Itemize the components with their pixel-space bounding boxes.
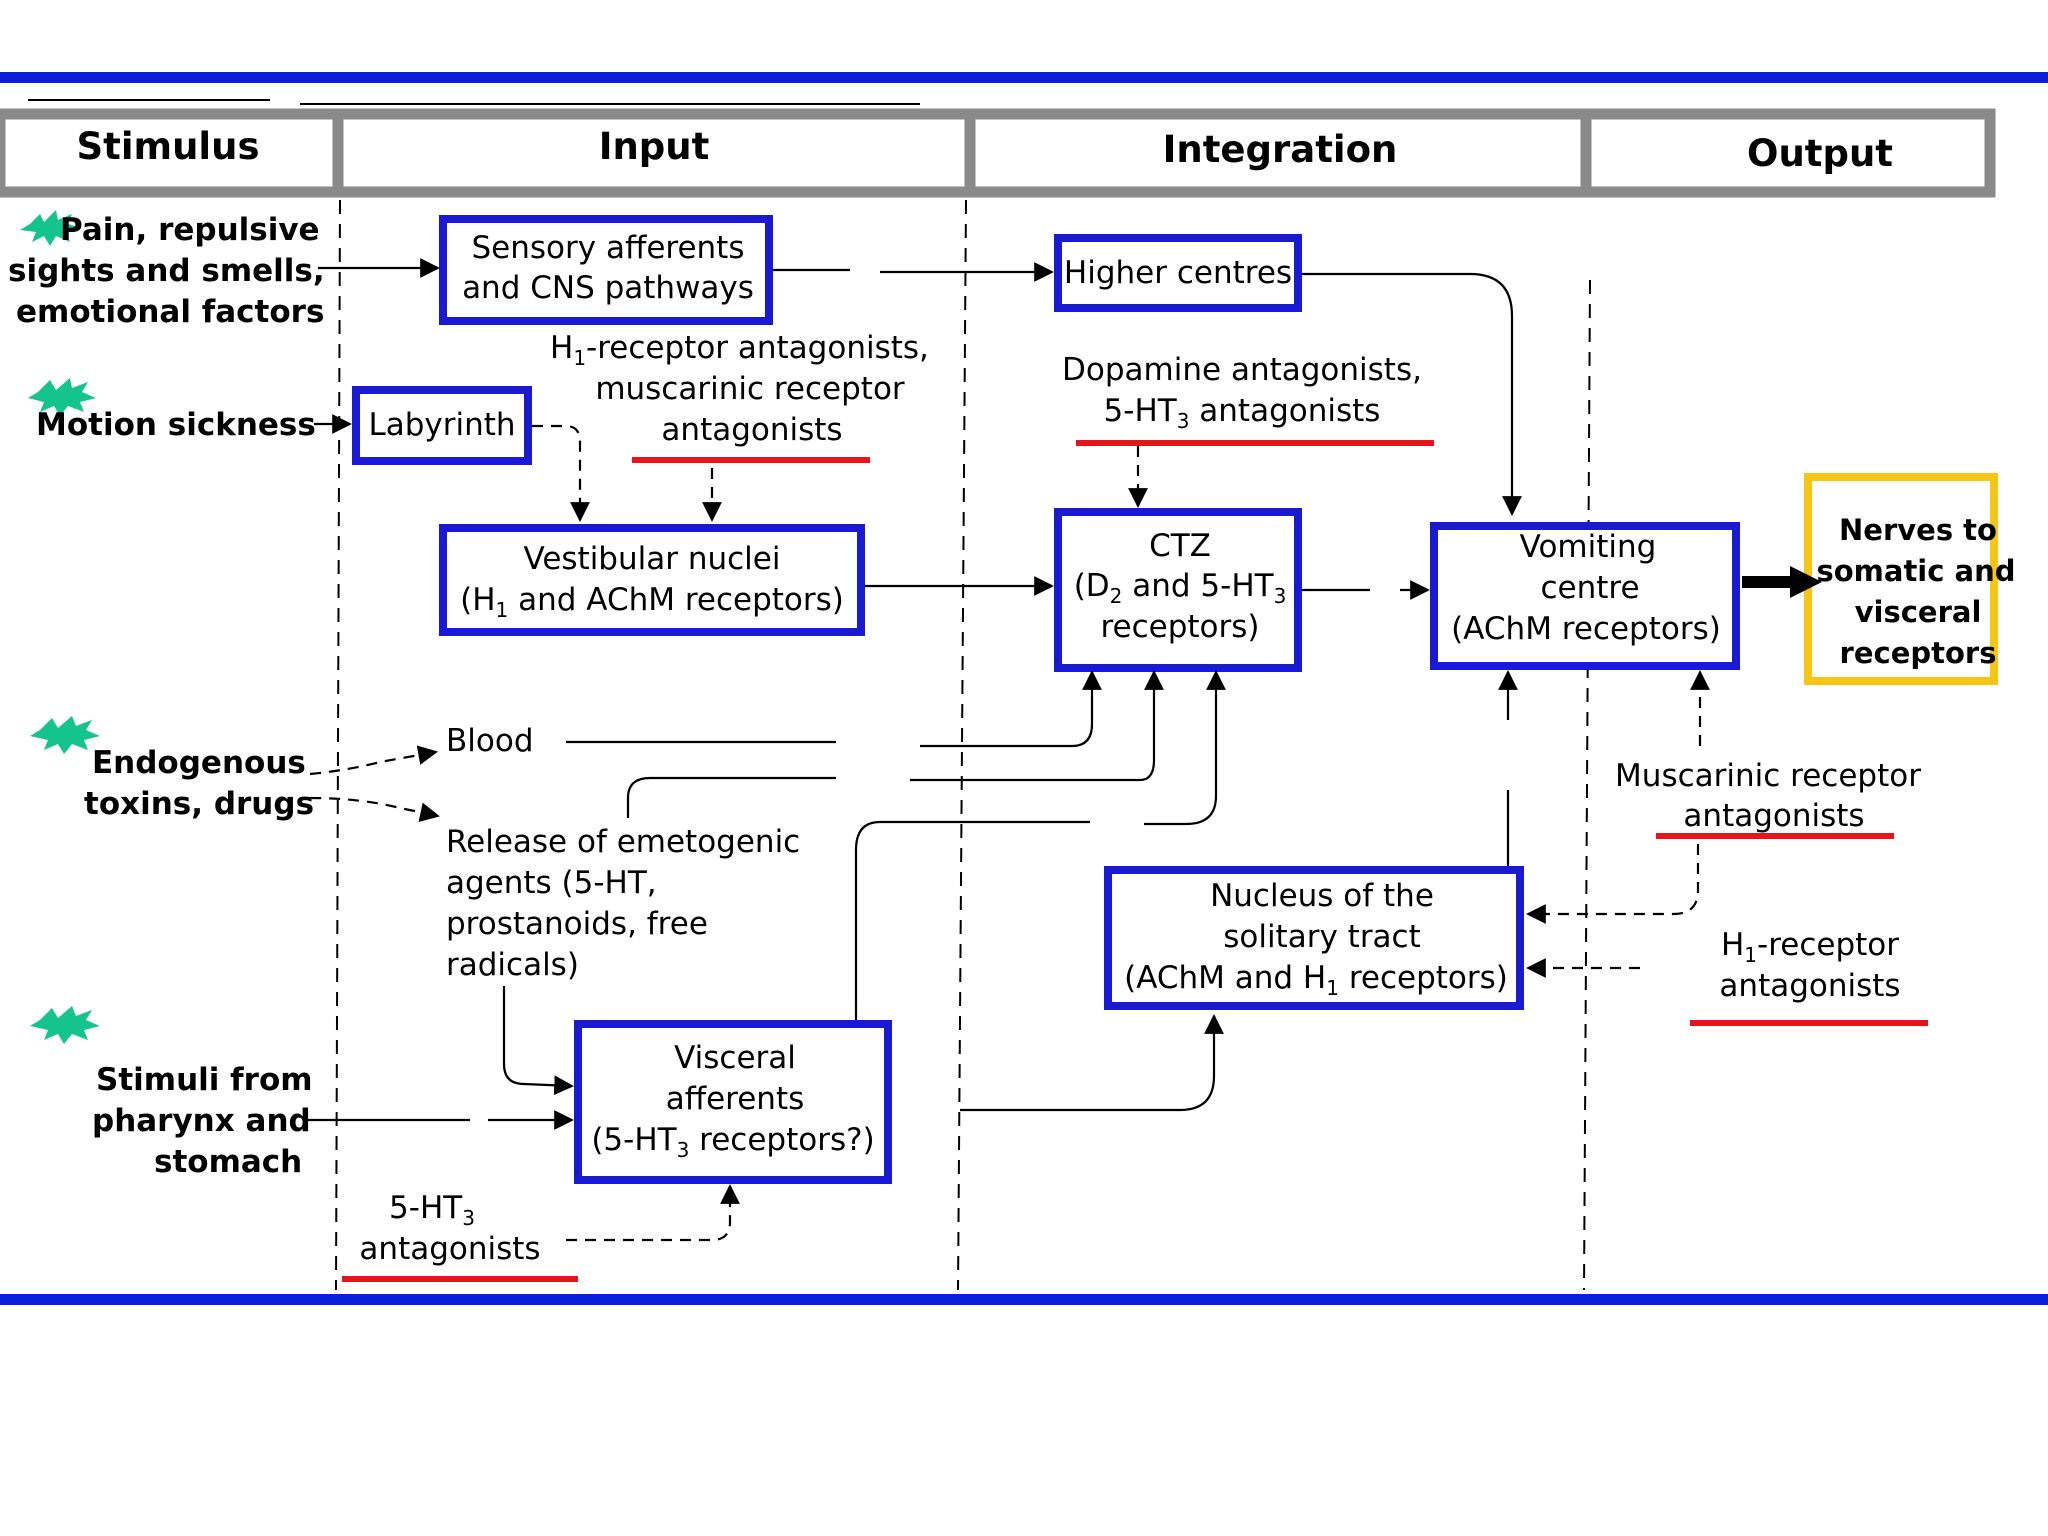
header-band: Stimulus Input Integration Output xyxy=(0,108,1996,198)
header-stimulus: Stimulus xyxy=(77,125,260,168)
label-h1-muscarinic-antagonists: H1-receptor antagonists, muscarinic rece… xyxy=(550,330,929,463)
bottom-rule xyxy=(0,1294,2048,1305)
musc-right-line-1: Muscarinic receptor xyxy=(1615,758,1921,794)
box-vomiting-centre: Vomiting centre (AChM receptors) xyxy=(1430,522,1740,670)
ht3-bottom-line-1: 5-HT3 xyxy=(389,1190,475,1230)
musc-right-line-2: antagonists xyxy=(1683,798,1864,834)
top-rule xyxy=(0,72,2048,83)
ctz-line-2: (D2 and 5-HT3 xyxy=(1074,568,1287,608)
stimulus-pain-line-2: sights and smells, xyxy=(8,253,325,289)
dopamine-line-2: 5-HT3 antagonists xyxy=(1104,393,1381,433)
vomiting-line-1: Vomiting xyxy=(1520,529,1657,565)
connectors xyxy=(306,268,1822,1242)
stimulus-pain: Pain, repulsive sights and smells, emoti… xyxy=(8,212,325,330)
nerves-line-1: Nerves to xyxy=(1839,513,1997,547)
visceral-line-2: afferents xyxy=(666,1081,805,1117)
header-output: Output xyxy=(1747,132,1893,175)
stimulus-pharynx: Stimuli from pharynx and stomach xyxy=(92,1062,313,1180)
nerves-line-4: receptors xyxy=(1840,636,1997,670)
nerves-line-3: visceral xyxy=(1855,595,1982,629)
box-labyrinth: Labyrinth xyxy=(352,386,532,465)
h1-right-line-2: antagonists xyxy=(1719,968,1900,1004)
nerves-line-2: somatic and xyxy=(1816,554,2015,588)
label-5ht3-antagonists-bottom: 5-HT3 antagonists xyxy=(342,1190,578,1282)
sensory-line-2: and CNS pathways xyxy=(462,270,754,306)
stimulus-pharynx-line-1: Stimuli from xyxy=(96,1062,313,1098)
stimulus-pharynx-line-2: pharynx and xyxy=(92,1103,311,1139)
label-h1-antagonists-right: H1-receptor antagonists xyxy=(1690,927,1928,1026)
nts-line-2: solitary tract xyxy=(1223,919,1421,955)
h1-musc-line-2: muscarinic receptor xyxy=(595,371,905,407)
box-visceral-afferents: Visceral afferents (5-HT3 receptors?) xyxy=(574,1020,892,1184)
stimulus-toxins: Endogenous toxins, drugs xyxy=(84,745,314,822)
label-muscarinic-antagonists-right: Muscarinic receptor antagonists xyxy=(1615,758,1921,839)
release-line-2: agents (5-HT, xyxy=(446,865,657,901)
sensory-line-1: Sensory afferents xyxy=(472,230,745,266)
vestibular-line-2: (H1 and AChM receptors) xyxy=(460,582,844,622)
ctz-line-1: CTZ xyxy=(1149,528,1211,564)
stimulus-toxins-line-1: Endogenous xyxy=(92,745,306,781)
column-dividers xyxy=(335,199,1591,1291)
nts-line-1: Nucleus of the xyxy=(1210,878,1434,914)
box-ctz: CTZ (D2 and 5-HT3 receptors) xyxy=(1054,508,1302,672)
vestibular-line-1: Vestibular nuclei xyxy=(524,541,781,577)
ht3-bottom-line-2: antagonists xyxy=(359,1231,540,1267)
release-line-4: radicals) xyxy=(446,947,579,983)
h1-right-line-1: H1-receptor xyxy=(1721,927,1899,967)
header-integration: Integration xyxy=(1163,128,1398,171)
starburst-icon xyxy=(30,1006,100,1044)
stimulus-toxins-line-2: toxins, drugs xyxy=(84,786,314,822)
label-dopamine-5ht3-antagonists: Dopamine antagonists, 5-HT3 antagonists xyxy=(1062,352,1434,446)
label-blood: Blood xyxy=(446,723,534,759)
box-higher-centres: Higher centres xyxy=(1054,234,1302,312)
stimulus-pharynx-line-3: stomach xyxy=(154,1144,302,1180)
vomiting-line-3: (AChM receptors) xyxy=(1451,611,1721,647)
higher-centres-label: Higher centres xyxy=(1064,255,1292,291)
h1-musc-line-3: antagonists xyxy=(661,412,842,448)
starburst-icon xyxy=(20,210,82,246)
release-line-3: prostanoids, free xyxy=(446,906,708,942)
dopamine-line-1: Dopamine antagonists, xyxy=(1062,352,1422,388)
box-sensory-afferents: Sensory afferents and CNS pathways xyxy=(439,215,773,325)
visceral-line-3: (5-HT3 receptors?) xyxy=(591,1122,874,1162)
stimulus-motion-sickness: Motion sickness xyxy=(36,407,316,443)
starburst-icon xyxy=(28,378,96,416)
header-input: Input xyxy=(599,125,710,168)
box-vestibular-nuclei: Vestibular nuclei (H1 and AChM receptors… xyxy=(439,524,865,636)
h1-musc-line-1: H1-receptor antagonists, xyxy=(550,330,929,370)
box-nucleus-solitary-tract: Nucleus of the solitary tract (AChM and … xyxy=(1104,866,1524,1010)
stimulus-pain-line-1: Pain, repulsive xyxy=(60,212,320,248)
labyrinth-label: Labyrinth xyxy=(368,407,515,443)
stimulus-pain-line-3: emotional factors xyxy=(16,294,324,330)
vomiting-line-2: centre xyxy=(1540,570,1639,606)
nts-line-3: (AChM and H1 receptors) xyxy=(1124,960,1508,1000)
release-line-1: Release of emetogenic xyxy=(446,824,800,860)
visceral-line-1: Visceral xyxy=(674,1040,796,1076)
starburst-icon xyxy=(30,716,100,754)
box-nerves-output: Nerves to somatic and visceral receptors xyxy=(1804,473,2016,685)
ctz-line-3: receptors) xyxy=(1100,609,1259,645)
label-release-emetogenic: Release of emetogenic agents (5-HT, pros… xyxy=(446,824,800,983)
